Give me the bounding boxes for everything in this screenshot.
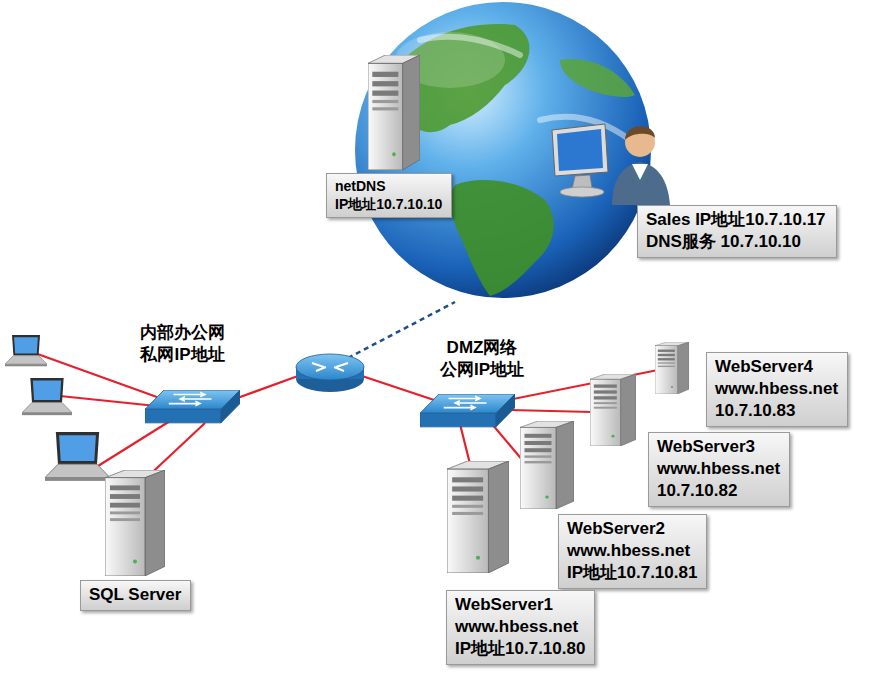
server-label-box: WebServer3 www.hbess.net 10.7.10.82 bbox=[648, 432, 790, 507]
node-text: Sales IP地址10.7.10.17 DNS服务 10.7.10.10 bbox=[646, 209, 828, 253]
database-server-icon bbox=[105, 470, 165, 576]
node-text: netDNS IP地址10.7.10.10 bbox=[335, 177, 442, 213]
network-zone-label: 内部办公网 私网IP地址 bbox=[140, 322, 225, 366]
server-label-box: WebServer2 www.hbess.net IP地址10.7.10.81 bbox=[558, 514, 707, 589]
node-text: WebServer4 www.hbess.net 10.7.10.83 bbox=[715, 356, 838, 422]
laptop-icon bbox=[22, 378, 72, 415]
switch-icon bbox=[420, 394, 515, 427]
switch-icon bbox=[145, 390, 240, 423]
router-icon bbox=[296, 354, 364, 392]
node-text: SQL Server bbox=[89, 584, 181, 606]
node-text: WebServer2 www.hbess.net IP地址10.7.10.81 bbox=[567, 518, 697, 584]
server-label-box: WebServer1 www.hbess.net IP地址10.7.10.80 bbox=[446, 590, 595, 665]
dns-server-icon bbox=[368, 55, 420, 170]
dns-label-box: netDNS IP地址10.7.10.10 bbox=[326, 173, 452, 218]
laptop-icon bbox=[45, 432, 110, 481]
web-server-icon bbox=[590, 374, 636, 446]
web-server-icon bbox=[655, 342, 689, 394]
server-label-box: WebServer4 www.hbess.net 10.7.10.83 bbox=[706, 352, 848, 427]
web-server-icon bbox=[447, 461, 509, 573]
database-label-box: SQL Server bbox=[80, 580, 191, 611]
internet-globe bbox=[355, 2, 651, 298]
laptop-icon bbox=[5, 335, 47, 366]
sales-user-icon bbox=[552, 124, 670, 205]
web-server-icon bbox=[520, 421, 574, 509]
wan-link bbox=[348, 302, 455, 358]
client-label-box: Sales IP地址10.7.10.17 DNS服务 10.7.10.10 bbox=[637, 205, 837, 258]
node-text: WebServer3 www.hbess.net 10.7.10.82 bbox=[657, 436, 780, 502]
node-text: WebServer1 www.hbess.net IP地址10.7.10.80 bbox=[455, 594, 585, 660]
network-zone-label: DMZ网络 公网IP地址 bbox=[440, 337, 524, 381]
